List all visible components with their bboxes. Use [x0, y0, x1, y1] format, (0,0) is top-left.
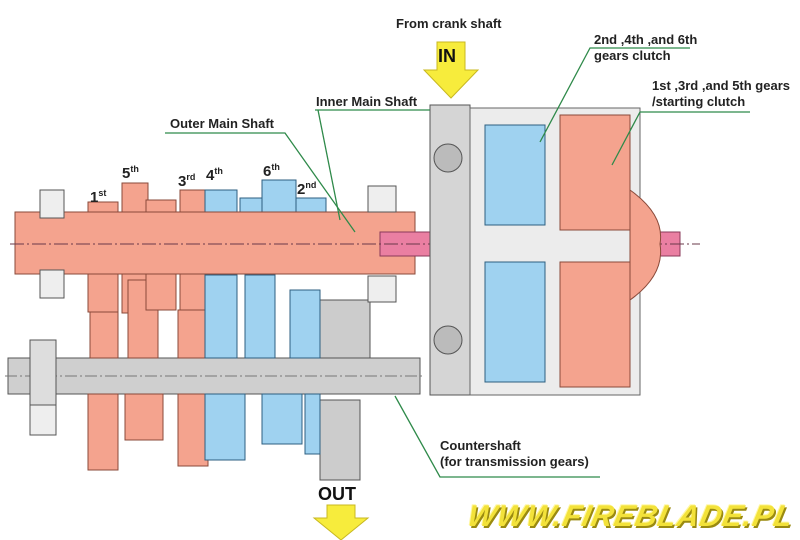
outer-main-shaft — [14, 211, 416, 275]
even-clutch-line2: gears clutch — [594, 48, 671, 63]
bearings — [39, 185, 397, 303]
countershaft-line2: (for transmission gears) — [440, 454, 589, 469]
in-arrow-icon — [422, 41, 480, 99]
even-gears — [204, 179, 327, 461]
input-gear — [429, 104, 471, 396]
gear-label-6th: 6th — [263, 162, 280, 180]
odd-clutch-line2: /starting clutch — [652, 94, 746, 109]
gear-label-5th: 5th — [122, 164, 139, 182]
leader-lines — [165, 47, 750, 478]
out-label: OUT — [318, 484, 356, 504]
even-gears-clutch — [484, 124, 546, 383]
watermark: WWW.FIREBLADE.PL — [464, 500, 798, 533]
countershaft-label: Countershaft (for transmission gears) — [440, 438, 589, 470]
out-arrow-icon — [312, 504, 370, 540]
gear-label-3rd: 3rd — [178, 172, 196, 190]
inner-main-shaft-label: Inner Main Shaft — [316, 94, 418, 109]
in-label: IN — [438, 46, 456, 66]
gear-label-1st: 1st — [90, 188, 107, 206]
odd-clutch-line1: 1st ,3rd ,and 5th gears — [652, 78, 790, 93]
from-crank-label: From crank shaft — [396, 16, 502, 31]
even-clutch-line1: 2nd ,4th ,and 6th — [594, 32, 698, 47]
gear-label-4th: 4th — [206, 166, 223, 184]
even-clutch-label: 2nd ,4th ,and 6th gears clutch — [594, 32, 697, 64]
gear-label-2nd: 2nd — [297, 180, 317, 198]
countershaft — [5, 299, 425, 481]
odd-gears-clutch — [559, 114, 662, 388]
countershaft-line1: Countershaft — [440, 438, 521, 453]
outer-main-shaft-label: Outer Main Shaft — [170, 116, 275, 131]
odd-clutch-label: 1st ,3rd ,and 5th gears /starting clutch — [652, 78, 790, 110]
